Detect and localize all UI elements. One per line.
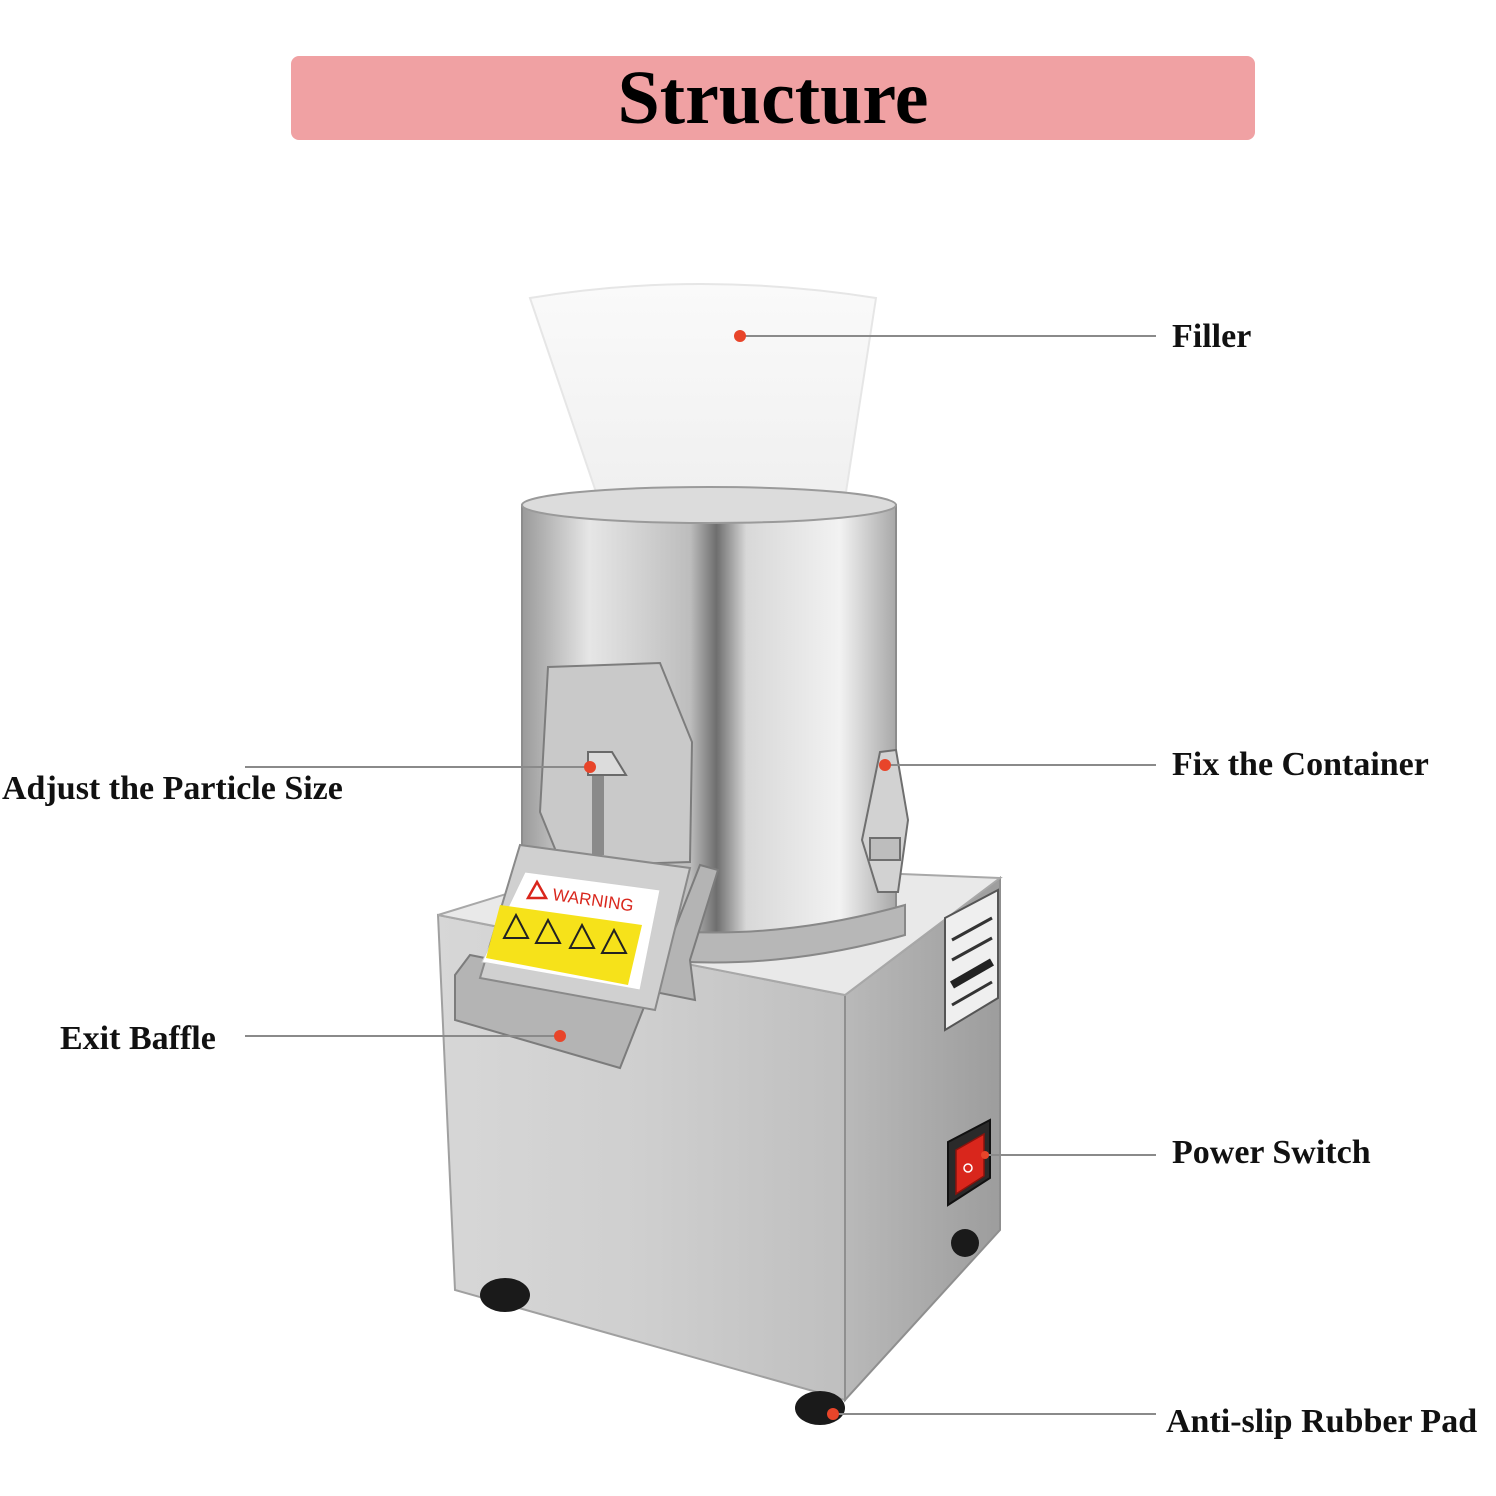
dot-adjust-particle <box>584 761 596 773</box>
rubber-foot <box>795 1391 845 1425</box>
label-exit-baffle: Exit Baffle <box>60 1020 216 1057</box>
dot-rubber-pad <box>827 1408 839 1420</box>
label-adjust-particle: Adjust the Particle Size <box>2 770 343 807</box>
label-filler: Filler <box>1172 318 1252 355</box>
label-fix-container: Fix the Container <box>1172 746 1429 783</box>
page-title: Structure <box>617 56 929 140</box>
title-banner: Structure <box>291 56 1255 140</box>
dot-exit-baffle <box>554 1030 566 1042</box>
rubber-foot <box>951 1229 979 1257</box>
label-power-switch: Power Switch <box>1172 1134 1371 1171</box>
dot-fix-container <box>879 759 891 771</box>
warning-sticker: WARNING <box>481 871 661 991</box>
filler-funnel <box>528 283 878 493</box>
dot-power-switch <box>981 1151 989 1159</box>
dot-filler <box>734 330 746 342</box>
label-rubber-pad: Anti-slip Rubber Pad <box>1166 1403 1478 1440</box>
spec-plate <box>944 888 999 1032</box>
rubber-foot <box>480 1278 530 1312</box>
